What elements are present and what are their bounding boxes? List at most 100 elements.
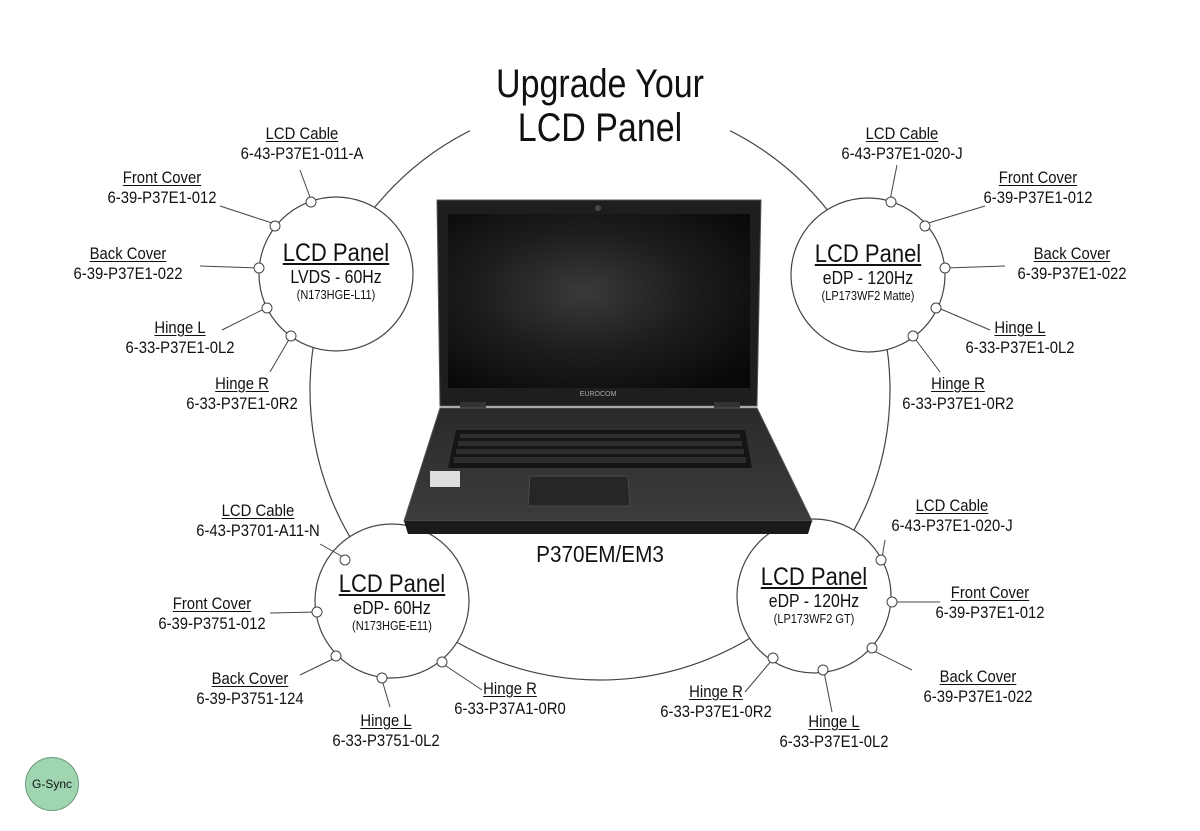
panel-model: (LP173WF2 Matte) — [821, 289, 915, 303]
part-number: 6-39-P37E1-022 — [1017, 265, 1127, 283]
part-number: 6-33-P37E1-0R2 — [186, 395, 298, 413]
part-number: 6-33-P37A1-0R0 — [454, 700, 566, 718]
part-name: LCD Cable — [865, 125, 939, 143]
node — [269, 220, 281, 232]
panel-subtitle: eDP - 120Hz — [822, 268, 914, 288]
node — [311, 606, 323, 618]
part-name: LCD Cable — [221, 502, 295, 520]
part-name: Back Cover — [211, 670, 289, 688]
part-name: Hinge L — [360, 712, 412, 730]
node — [930, 302, 942, 314]
panel-subtitle: LVDS - 60Hz — [290, 267, 382, 287]
panel-title: LCD Panel — [760, 563, 868, 591]
laptop-image: EUROCOM — [403, 199, 813, 534]
node — [886, 596, 898, 608]
part-number: 6-33-P37E1-0L2 — [125, 339, 235, 357]
node — [939, 262, 951, 274]
title-line-2: LCD Panel — [517, 106, 683, 150]
part-label: Front Cover 6-39-P3751-012 — [142, 594, 282, 635]
panel-model: (N173HGE-L11) — [296, 288, 376, 302]
node — [866, 642, 878, 654]
laptop-model-label: P370EM/EM3 — [536, 541, 664, 567]
g-sync-badge: G-Sync — [25, 757, 79, 811]
panel-br: LCD Panel eDP - 120Hz (LP173WF2 GT) — [744, 563, 884, 627]
part-name: Front Cover — [998, 169, 1078, 187]
node — [817, 664, 829, 676]
part-label: LCD Cable 6-43-P37E1-020-J — [872, 496, 1032, 537]
part-name: Hinge L — [154, 319, 206, 337]
part-number: 6-33-P37E1-0R2 — [902, 395, 1014, 413]
part-name: Hinge L — [994, 319, 1046, 337]
part-number: 6-43-P3701-A11-N — [196, 522, 320, 540]
node — [305, 196, 317, 208]
part-number: 6-39-P37E1-022 — [923, 688, 1033, 706]
part-number: 6-39-P37E1-012 — [107, 189, 217, 207]
part-number: 6-43-P37E1-020-J — [891, 517, 1013, 535]
node — [875, 554, 887, 566]
part-label: Hinge R 6-33-P37E1-0R2 — [646, 682, 786, 723]
node — [285, 330, 297, 342]
part-number: 6-39-P37E1-022 — [73, 265, 183, 283]
node — [436, 656, 448, 668]
part-number: 6-33-P3751-0L2 — [332, 732, 440, 750]
part-name: Back Cover — [89, 245, 167, 263]
part-name: Hinge R — [931, 375, 985, 393]
node — [767, 652, 779, 664]
part-label: LCD Cable 6-43-P3701-A11-N — [178, 501, 338, 542]
part-label: Hinge L 6-33-P37E1-0L2 — [950, 318, 1090, 359]
panel-circle-br — [736, 518, 892, 674]
panel-bl: LCD Panel eDP- 60Hz (N173HGE-E11) — [322, 570, 462, 634]
part-name: LCD Cable — [915, 497, 989, 515]
node — [253, 262, 265, 274]
part-name: Hinge R — [483, 680, 537, 698]
panel-circle-tr — [790, 197, 946, 353]
part-label: Back Cover 6-39-P37E1-022 — [908, 667, 1048, 708]
part-name: Front Cover — [122, 169, 202, 187]
panel-model: (N173HGE-E11) — [352, 619, 432, 633]
part-label: Hinge R 6-33-P37A1-0R0 — [440, 679, 580, 720]
panel-tr: LCD Panel eDP - 120Hz (LP173WF2 Matte) — [793, 240, 943, 304]
part-name: LCD Cable — [265, 125, 339, 143]
panel-title: LCD Panel — [338, 570, 446, 598]
node — [339, 554, 351, 566]
part-label: Back Cover 6-39-P37E1-022 — [58, 244, 198, 285]
part-number: 6-39-P3751-012 — [158, 615, 266, 633]
part-label: Front Cover 6-39-P37E1-012 — [92, 168, 232, 209]
part-label: Hinge L 6-33-P37E1-0L2 — [110, 318, 250, 359]
part-label: Hinge L 6-33-P37E1-0L2 — [764, 712, 904, 753]
part-name: Hinge R — [215, 375, 269, 393]
node — [330, 650, 342, 662]
laptop-brand: EUROCOM — [580, 391, 617, 398]
panel-subtitle: eDP - 120Hz — [768, 591, 860, 611]
part-label: Hinge R 6-33-P37E1-0R2 — [888, 374, 1028, 415]
part-number: 6-39-P37E1-012 — [935, 604, 1045, 622]
node — [919, 220, 931, 232]
part-number: 6-43-P37E1-011-A — [240, 145, 364, 163]
part-name: Front Cover — [172, 595, 252, 613]
part-name: Hinge L — [808, 713, 860, 731]
part-number: 6-33-P37E1-0L2 — [965, 339, 1075, 357]
part-label: Back Cover 6-39-P3751-124 — [180, 669, 320, 710]
part-number: 6-33-P37E1-0R2 — [660, 703, 772, 721]
part-label: LCD Cable 6-43-P37E1-020-J — [822, 124, 982, 165]
part-label: Front Cover 6-39-P37E1-012 — [968, 168, 1108, 209]
panel-circle-bl — [314, 523, 470, 679]
panel-model: (LP173WF2 GT) — [773, 612, 855, 626]
part-label: Hinge R 6-33-P37E1-0R2 — [172, 374, 312, 415]
part-label: Hinge L 6-33-P3751-0L2 — [316, 711, 456, 752]
part-label: LCD Cable 6-43-P37E1-011-A — [222, 124, 382, 165]
part-number: 6-39-P37E1-012 — [983, 189, 1093, 207]
title-line-1: Upgrade Your — [496, 62, 704, 106]
part-name: Hinge R — [689, 683, 743, 701]
node — [376, 672, 388, 684]
part-number: 6-43-P37E1-020-J — [841, 145, 963, 163]
node — [261, 302, 273, 314]
part-name: Front Cover — [950, 584, 1030, 602]
panel-circle-tl — [258, 196, 414, 352]
part-number: 6-39-P3751-124 — [196, 690, 304, 708]
node — [885, 196, 897, 208]
panel-title: LCD Panel — [814, 240, 922, 268]
part-number: 6-33-P37E1-0L2 — [779, 733, 889, 751]
